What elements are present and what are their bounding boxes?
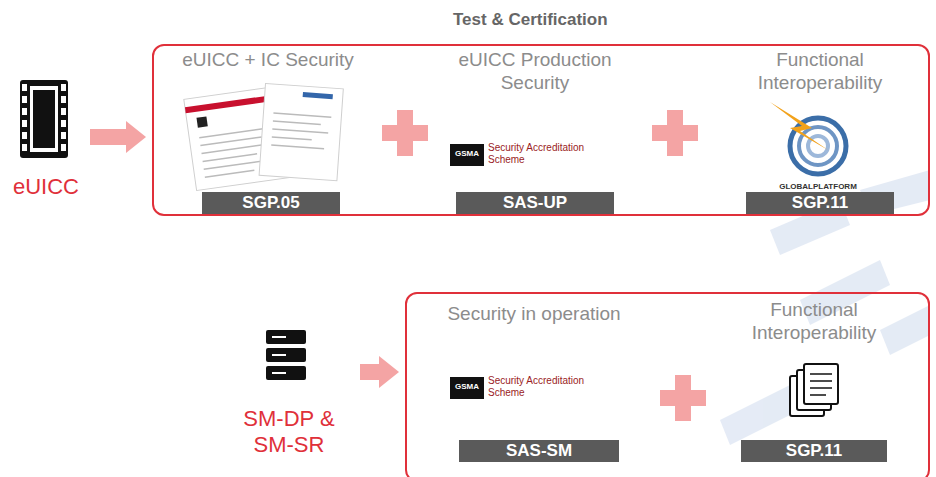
spec-bar: SGP.11 [746,192,894,214]
certification-frame: Security in operationSAS-SM Functional In… [405,292,930,477]
document-image [184,83,344,190]
device-group: eUICC [6,76,86,200]
globalplatform-logo [770,102,846,174]
column-heading: Security in operation [419,302,649,325]
spec-bar: SAS-UP [456,192,614,214]
gsma-logo [450,144,484,166]
test-column: eUICC + IC SecuritySGP.05 [164,48,372,214]
spec-code: SGP.05 [242,193,299,213]
spec-code: SGP.11 [786,441,842,461]
entity-label: eUICC [13,174,79,200]
column-heading: Functional Interoperability [716,48,924,94]
logo-caption: Security Accreditation Scheme [488,142,598,166]
gsma-logo [450,377,484,399]
plus-sign [382,110,706,421]
flow-arrow [360,356,399,388]
column-heading: Functional Interoperability [707,298,921,344]
logo-text: GSMA [452,149,482,159]
flow-arrow [90,121,146,153]
spec-code: SGP.11 [792,193,848,213]
column-heading: eUICC Production Security [426,48,644,94]
logo-text: GSMA [452,382,482,392]
test-column: eUICC Production SecuritySAS-UP [426,48,644,214]
spec-bar: SGP.11 [741,440,887,462]
logo-text: GLOBALPLATFORM [770,182,866,192]
spec-bar: SGP.05 [202,192,340,214]
spec-code: SAS-SM [506,441,572,461]
server-group: SM-DP & SM-SR [222,330,356,458]
column-heading: eUICC + IC Security [164,48,372,71]
spec-bar: SAS-SM [459,440,619,462]
server-icon [266,330,306,380]
chip-icon [20,80,68,158]
title: Test & Certification [453,10,608,30]
entity-label: SM-DP & SM-SR [222,406,356,458]
spec-code: SAS-UP [503,193,567,213]
logo-caption: Security Accreditation Scheme [488,375,598,399]
test-column: Functional InteroperabilitySGP.11 [707,298,921,468]
documents-icon [790,364,838,416]
